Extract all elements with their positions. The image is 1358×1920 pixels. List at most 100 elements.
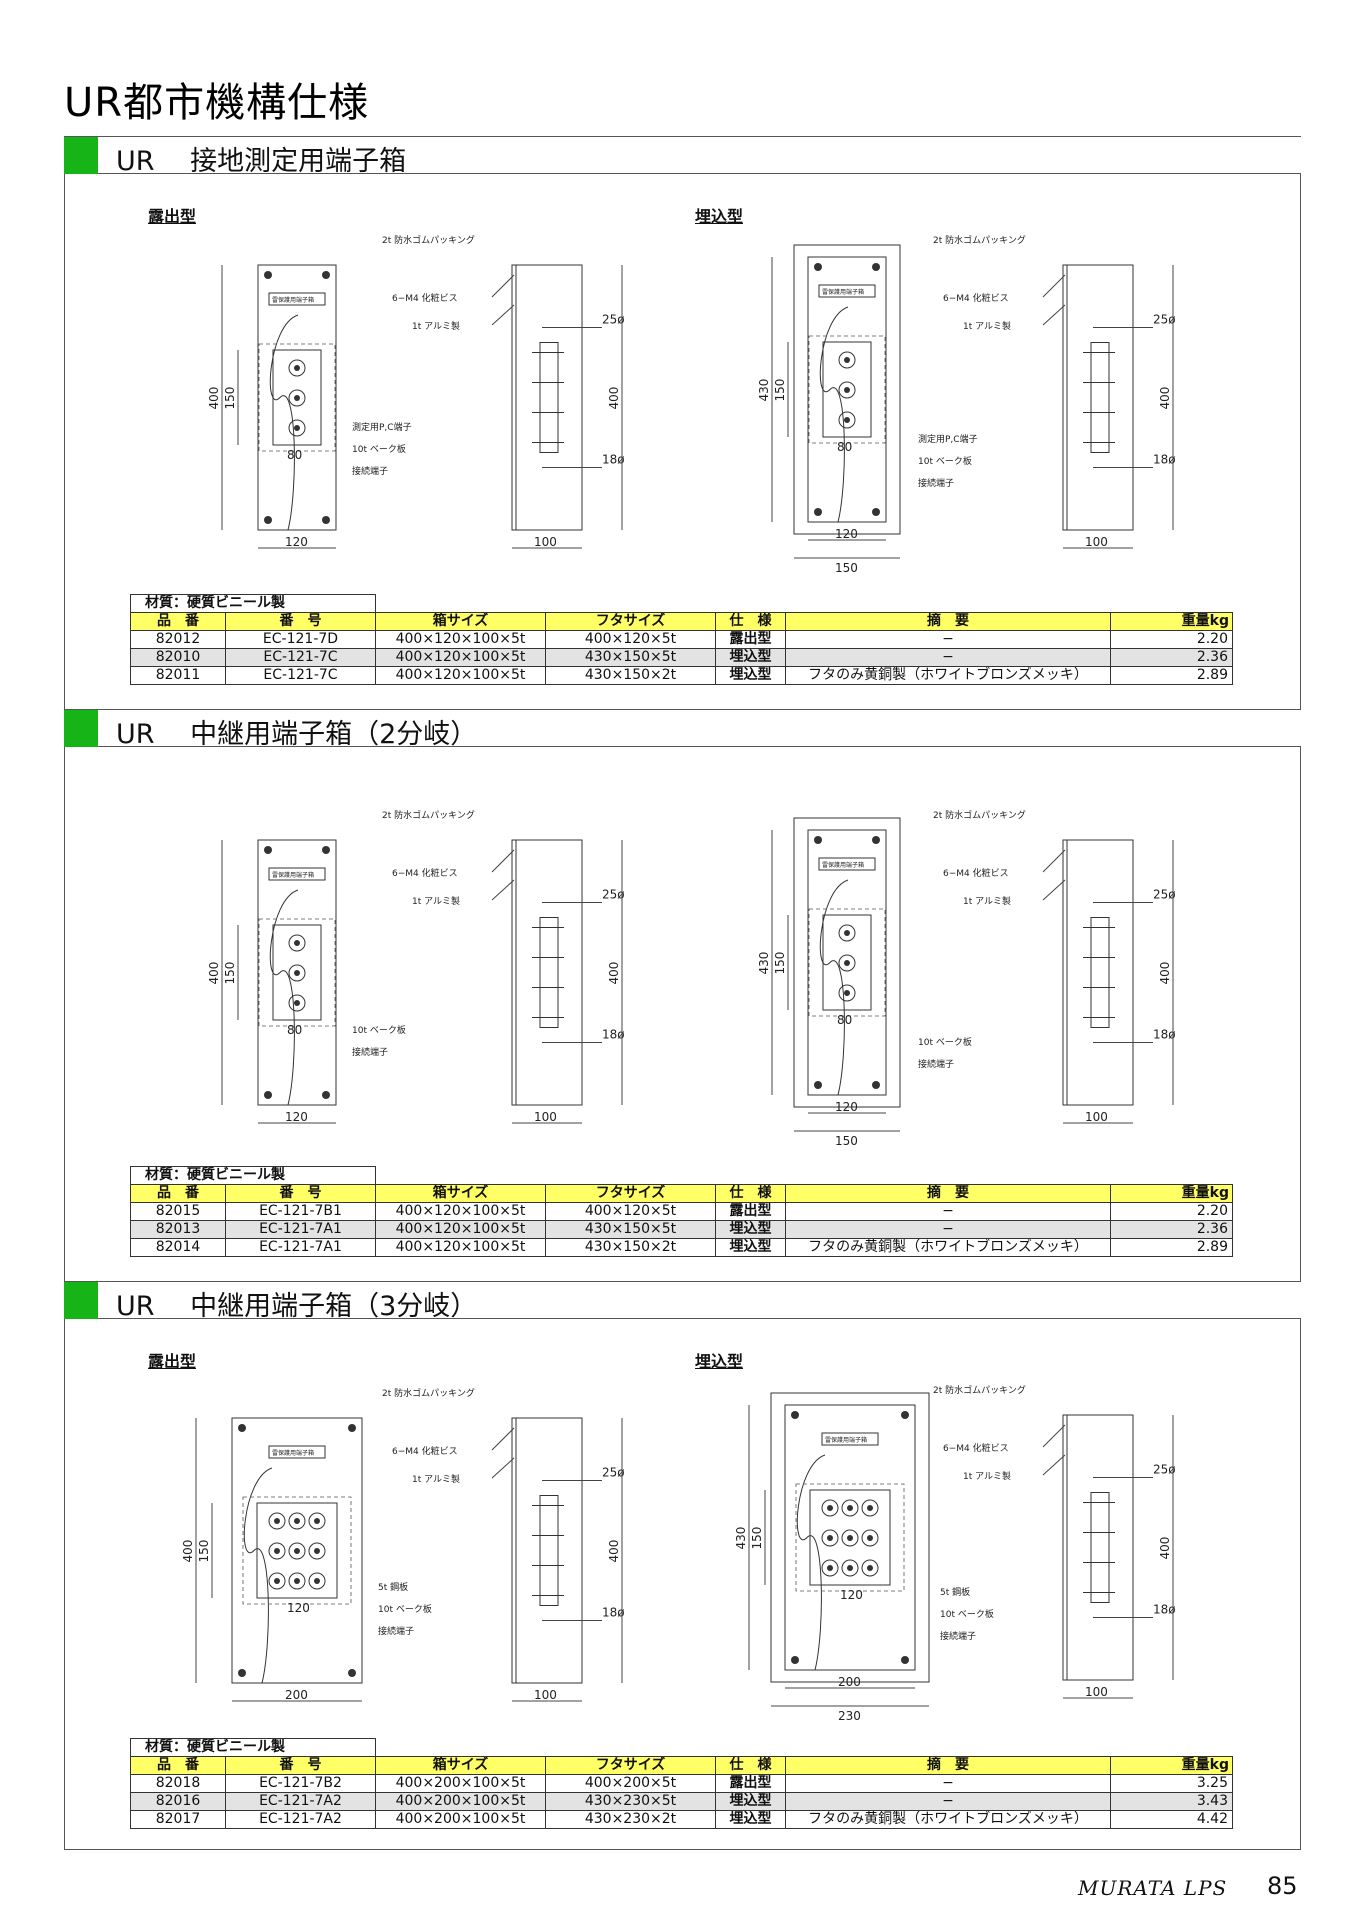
side-terminal	[539, 342, 559, 453]
table-cell: 2.20	[1110, 1202, 1233, 1221]
table-cell: EC-121-7C	[225, 648, 376, 667]
label-exposed: 露出型	[148, 1352, 197, 1371]
mount-plate	[808, 908, 886, 1017]
table-cell: EC-121-7C	[225, 666, 376, 685]
side-outline	[1062, 1414, 1134, 1681]
terminal-center	[314, 1518, 320, 1524]
terminal-center	[827, 1565, 833, 1571]
box-outline	[807, 829, 887, 1096]
label-d18: 18ø	[602, 1028, 625, 1042]
dimension-text: 400	[607, 387, 621, 410]
section-marker	[64, 137, 98, 174]
dimension-text: 430	[734, 1527, 748, 1550]
column-header: 重量kg	[1110, 1184, 1233, 1203]
table-cell: 82014	[130, 1238, 226, 1257]
side-terminal	[1090, 1492, 1110, 1603]
column-header: 仕 様	[715, 1756, 786, 1775]
label-d25: 25ø	[602, 888, 625, 902]
label-d18: 18ø	[1153, 1028, 1176, 1042]
terminal-center	[867, 1505, 873, 1511]
terminal-center	[867, 1565, 873, 1571]
dimension-text: 100	[1085, 1685, 1108, 1699]
leader-line	[1042, 304, 1066, 326]
dimension-text: 80	[837, 1013, 852, 1027]
table-cell: −	[785, 648, 1111, 667]
terminal-center	[294, 1000, 300, 1006]
label-alu: 1t アルミ製	[412, 1473, 460, 1485]
section-marker	[64, 710, 98, 747]
table-cell: 400×200×5t	[545, 1774, 716, 1793]
terminal-icon	[821, 1559, 839, 1577]
column-header: 品 番	[130, 612, 226, 631]
screw-icon	[814, 836, 822, 844]
table-cell: EC-121-7B2	[225, 1774, 376, 1793]
label-packing: 2t 防水ゴムパッキング	[382, 234, 475, 246]
terminal-icon	[841, 1499, 859, 1517]
terminal-center	[847, 1505, 853, 1511]
table-cell: 82010	[130, 648, 226, 667]
table-cell: 露出型	[715, 630, 786, 649]
dimension-text: 80	[837, 440, 852, 454]
mount-plate	[795, 1483, 905, 1592]
table-cell: EC-121-7B1	[225, 1202, 376, 1221]
label-screw: 6−M4 化粧ビス	[943, 867, 1009, 879]
dimension-text: 120	[285, 535, 308, 549]
table-cell: 露出型	[715, 1202, 786, 1221]
dimension-text: 120	[835, 527, 858, 541]
terminal-icon	[288, 1542, 306, 1560]
terminal-block	[809, 1489, 891, 1586]
section-header-3: UR 中継用端子箱（3分岐）	[64, 1281, 1301, 1322]
table-cell: 2.89	[1110, 666, 1233, 685]
dimension-text: 150	[835, 1134, 858, 1148]
dimension-text: 400	[607, 962, 621, 985]
terminal-icon	[308, 1542, 326, 1560]
dimension-text: 400	[181, 1540, 195, 1563]
side-outline	[511, 264, 583, 531]
label-packing: 2t 防水ゴムパッキング	[382, 809, 475, 821]
terminal-icon	[268, 1542, 286, 1560]
box-outline	[784, 1404, 916, 1671]
dimension-text: 400	[1158, 962, 1172, 985]
mount-plate	[242, 1496, 352, 1605]
screw-icon	[322, 1091, 330, 1099]
table-cell: 3.25	[1110, 1774, 1233, 1793]
cut-line	[819, 306, 849, 523]
table-cell: 400×120×5t	[545, 1202, 716, 1221]
table-cell: 430×150×5t	[545, 1220, 716, 1239]
screw-icon	[814, 508, 822, 516]
column-header: フタサイズ	[545, 1184, 716, 1203]
column-header: 番 号	[225, 1184, 376, 1203]
table-cell: 82015	[130, 1202, 226, 1221]
column-header: 箱サイズ	[375, 1756, 546, 1775]
terminal-icon	[841, 1529, 859, 1547]
column-header: 摘 要	[785, 1184, 1111, 1203]
terminal-icon	[838, 411, 856, 429]
label-screw: 6−M4 化粧ビス	[392, 292, 458, 304]
terminal-center	[827, 1535, 833, 1541]
section-title: UR 中継用端子箱（3分岐）	[116, 1291, 478, 1322]
dimension-text: 100	[534, 535, 557, 549]
mount-plate	[808, 335, 886, 444]
dimension-text: 400	[1158, 387, 1172, 410]
column-header: 箱サイズ	[375, 1184, 546, 1203]
label-screw: 6−M4 化粧ビス	[943, 292, 1009, 304]
terminal-icon	[821, 1529, 839, 1547]
table-cell: 2.89	[1110, 1238, 1233, 1257]
callout-label: 接続端子	[378, 1625, 414, 1637]
terminal-center	[844, 357, 850, 363]
box-outline	[231, 1417, 363, 1684]
terminal-center	[844, 930, 850, 936]
screw-icon	[264, 846, 272, 854]
label-d25: 25ø	[1153, 313, 1176, 327]
terminal-icon	[288, 359, 306, 377]
screw-icon	[814, 1081, 822, 1089]
column-header: 品 番	[130, 1756, 226, 1775]
cover-outline	[793, 244, 901, 535]
column-header: 摘 要	[785, 1756, 1111, 1775]
label-d18: 18ø	[602, 1606, 625, 1620]
screw-icon	[872, 1081, 880, 1089]
